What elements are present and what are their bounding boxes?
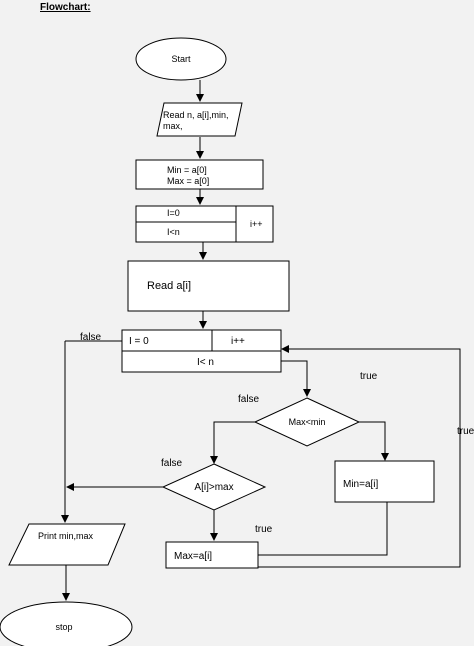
loop1-incr-label: i++ bbox=[250, 219, 263, 229]
decision-min-node bbox=[253, 397, 361, 447]
read-input-label-1: Read n, a[i],min, bbox=[163, 110, 229, 120]
decision-max-label: A[i]>max bbox=[194, 482, 233, 493]
init-min-max-node bbox=[135, 159, 264, 190]
loop1-init-label: I=0 bbox=[167, 208, 180, 218]
init-label-1: Min = a[0] bbox=[167, 165, 207, 175]
edge-loop-back bbox=[258, 348, 461, 568]
assign-max-node bbox=[165, 541, 259, 569]
loop1-cond-label: I<n bbox=[167, 227, 180, 237]
loop2-cond-label: I< n bbox=[197, 357, 214, 368]
decision-min-label: Max<min bbox=[289, 417, 326, 427]
edge-assign-max-back bbox=[258, 502, 388, 556]
stop-terminal bbox=[0, 601, 133, 646]
read-ai-node bbox=[127, 260, 290, 312]
assign-min-label: Min=a[i] bbox=[343, 479, 379, 490]
decision-max-true-label: true bbox=[255, 524, 273, 535]
print-label: Print min,max bbox=[38, 531, 94, 541]
read-ai-label: Read a[i] bbox=[147, 280, 191, 292]
start-label: Start bbox=[171, 54, 191, 64]
read-input-label-2: max, bbox=[163, 121, 183, 131]
start-terminal bbox=[135, 37, 227, 81]
assign-max-label: Max=a[i] bbox=[174, 551, 212, 562]
loop1-node bbox=[135, 205, 274, 243]
loop2-false-label: false bbox=[80, 332, 102, 343]
print-node bbox=[8, 523, 126, 566]
decision-max-false-label: false bbox=[161, 458, 183, 469]
stop-label: stop bbox=[55, 622, 72, 632]
init-label-2: Max = a[0] bbox=[167, 176, 209, 186]
loop2-true-label: true bbox=[360, 371, 378, 382]
decision-min-false-label: false bbox=[238, 394, 260, 405]
loop2-init-label: I = 0 bbox=[129, 336, 149, 347]
assign-min-node bbox=[334, 460, 435, 503]
read-input-node bbox=[156, 102, 243, 137]
loop-back-true-label: true bbox=[457, 426, 474, 437]
loop2-incr-label: i++ bbox=[231, 336, 245, 347]
flowchart-title: Flowchart: bbox=[40, 2, 91, 13]
